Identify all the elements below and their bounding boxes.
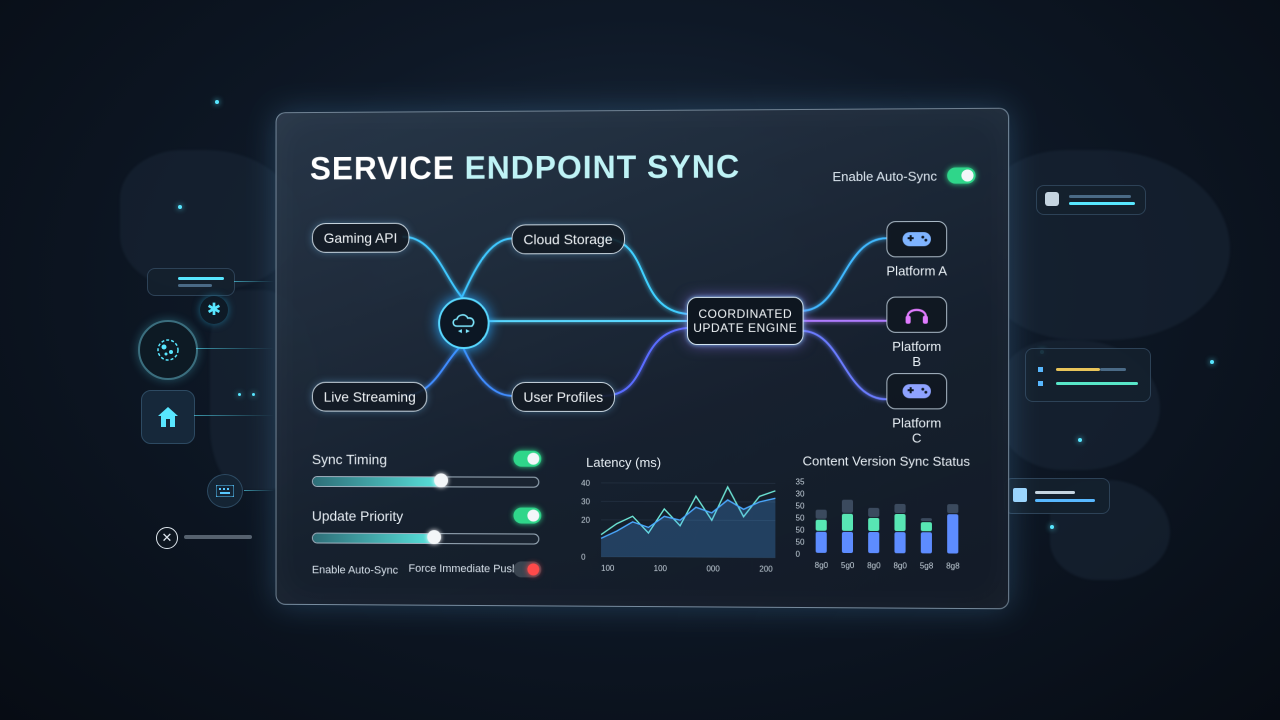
sync-status-bar xyxy=(894,513,906,532)
x-tick-label: 000 xyxy=(706,564,720,573)
y-tick-label: 50 xyxy=(796,526,806,535)
sync-timing-thumb[interactable] xyxy=(434,473,448,488)
sync-status-bar xyxy=(868,531,880,554)
platform-label: Platform B xyxy=(892,338,942,370)
sync-status-bar xyxy=(841,531,854,554)
update-engine-node[interactable]: COORDINATED UPDATE ENGINE xyxy=(687,296,804,345)
sync-status-bar xyxy=(815,509,827,519)
sync-status-bar xyxy=(920,522,932,532)
update-priority-toggle[interactable] xyxy=(513,507,542,524)
right-status-card-3 xyxy=(1004,478,1110,514)
x-tick-label: 8g0 xyxy=(815,561,829,570)
sync-timing-fill xyxy=(312,477,442,487)
y-tick-label: 0 xyxy=(796,550,801,559)
source-live-streaming[interactable]: Live Streaming xyxy=(311,381,428,412)
y-tick-label: 35 xyxy=(796,477,806,486)
latency-chart-title: Latency (ms) xyxy=(586,454,662,471)
platform-b[interactable]: Platform B xyxy=(886,296,948,370)
x-tick-label: 5g8 xyxy=(920,561,934,570)
y-tick-label: 50 xyxy=(796,538,806,547)
x-tick-label: 5g0 xyxy=(841,561,855,570)
platform-label: Platform C xyxy=(892,415,942,446)
platform-a[interactable]: Platform A xyxy=(886,220,948,279)
update-priority-label: Update Priority xyxy=(311,507,404,525)
sync-status-bar xyxy=(947,504,959,514)
sync-status-bar xyxy=(841,513,854,531)
source-gaming-api[interactable]: Gaming API xyxy=(311,222,410,253)
force-push-label: Force Immediate Push xyxy=(408,562,519,576)
update-priority-fill xyxy=(312,533,435,544)
y-tick-label: 20 xyxy=(581,516,590,525)
target-label: User Profiles xyxy=(523,388,604,405)
cloud-sync-icon xyxy=(449,310,479,334)
grid-line xyxy=(601,483,775,484)
x-tick-label: 100 xyxy=(601,564,615,573)
sync-status-bar xyxy=(947,514,959,554)
x-tick-label: 200 xyxy=(759,565,773,574)
target-label: Cloud Storage xyxy=(523,231,613,248)
x-tick-label: 8g0 xyxy=(893,561,907,570)
thumbs-up-icon xyxy=(1013,488,1027,502)
x-tick-label: 8g8 xyxy=(946,562,960,571)
engine-label-1: COORDINATED xyxy=(698,306,793,321)
sync-status-bar xyxy=(815,519,827,531)
sync-status-bar xyxy=(894,503,906,514)
platform-label: Platform A xyxy=(886,263,948,279)
force-push-toggle[interactable] xyxy=(513,561,542,578)
sync-status-bar xyxy=(920,518,932,522)
update-priority-thumb[interactable] xyxy=(427,530,442,545)
y-tick-label: 50 xyxy=(796,502,806,511)
sync-status-bar xyxy=(920,532,932,554)
sync-status-bar xyxy=(815,531,827,553)
sync-timing-toggle[interactable] xyxy=(513,450,542,467)
sync-timing-slider[interactable] xyxy=(311,473,540,488)
gamepad-icon xyxy=(886,373,948,410)
auto-sync-label: Enable Auto-Sync xyxy=(311,564,399,577)
left-status-card xyxy=(147,268,235,296)
target-cloud-storage[interactable]: Cloud Storage xyxy=(511,224,625,255)
source-label: Live Streaming xyxy=(323,388,416,405)
target-user-profiles[interactable]: User Profiles xyxy=(511,381,616,412)
y-tick-label: 50 xyxy=(796,514,806,523)
close-icon[interactable]: ✕ xyxy=(156,527,178,549)
x-tick-label: 8g0 xyxy=(867,561,881,570)
grid-line xyxy=(601,501,775,502)
y-tick-label: 0 xyxy=(581,553,586,562)
right-status-card-2 xyxy=(1025,348,1151,402)
cloud-sync-hub[interactable] xyxy=(438,297,490,350)
latency-area xyxy=(601,497,776,558)
platform-c[interactable]: Platform C xyxy=(886,373,948,446)
sync-panel: SERVICE ENDPOINT SYNC Enable Auto-Sync G… xyxy=(275,107,1010,610)
y-tick-label: 40 xyxy=(581,479,590,488)
microbe-icon[interactable] xyxy=(138,320,198,380)
engine-label-2: UPDATE ENGINE xyxy=(693,320,798,335)
y-tick-label: 30 xyxy=(796,489,806,498)
x-tick-label: 100 xyxy=(654,564,668,573)
printer-icon xyxy=(1045,192,1059,206)
snowflake-icon[interactable]: ✱ xyxy=(200,296,228,324)
sync-status-bar xyxy=(894,532,906,554)
right-status-card-1 xyxy=(1036,185,1146,215)
keyboard-icon[interactable] xyxy=(207,474,243,508)
gamepad-icon xyxy=(886,220,948,258)
sync-status-bar xyxy=(868,517,880,532)
sync-status-chart: 35 30 50 50 50 50 0 8g0 5g0 8g0 8g0 5g8 8g8 xyxy=(796,477,961,571)
y-tick-label: 30 xyxy=(581,497,590,506)
update-priority-slider[interactable] xyxy=(311,530,540,545)
sync-status-bar xyxy=(841,499,854,513)
sync-timing-label: Sync Timing xyxy=(311,451,387,468)
source-label: Gaming API xyxy=(323,229,398,246)
sync-status-chart-title: Content Version Sync Status xyxy=(802,453,970,469)
home-icon[interactable] xyxy=(141,390,195,444)
headset-icon xyxy=(886,296,948,333)
sync-status-bar xyxy=(868,507,880,517)
